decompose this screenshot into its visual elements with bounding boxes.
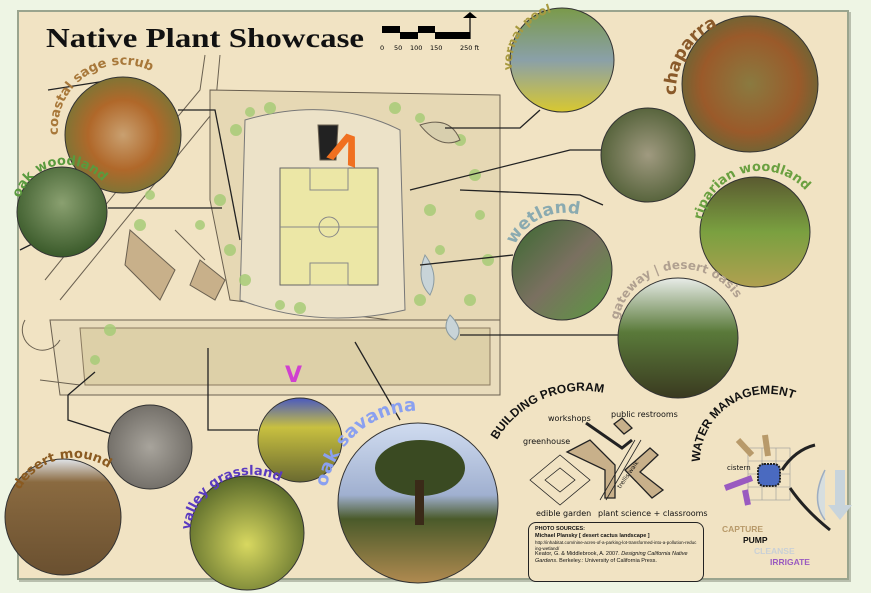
photo-valley-grassland	[189, 475, 305, 591]
photo-wetland	[511, 219, 613, 321]
site-map	[21, 54, 501, 396]
citation-authors: Keator, G. & Middlebrook, A. 2007.	[535, 551, 620, 557]
photo-desert-oasis	[617, 277, 739, 399]
cleanse-stream-icon	[816, 469, 826, 521]
bp-label-greenhouse: greenhouse	[523, 437, 570, 446]
bp-label-edible-garden: edible garden	[536, 509, 591, 518]
scale-tick: 100	[410, 44, 422, 52]
photo-coastal-sage-scrub	[64, 76, 182, 194]
step-cleanse: CLEANSE	[754, 546, 795, 556]
cleanse-down-arrow-icon	[828, 470, 852, 520]
photo-riparian-woodland	[699, 176, 811, 288]
building-program-diagram	[529, 417, 665, 506]
photo-chaparral	[681, 15, 819, 153]
bp-label-workshops: workshops	[548, 414, 591, 423]
photo-grassland-hill	[257, 397, 343, 483]
savanna-oak-tree-icon	[375, 440, 465, 525]
photo-source-url: http://inhabitat.com/nine-acres-of-a-par…	[535, 540, 697, 551]
water-management-diagram: cistern CAPTURE PUMP CLEANSE IRRIGATE	[722, 434, 852, 567]
cistern-icon	[757, 463, 781, 487]
scale-tick: 150	[430, 44, 442, 52]
photo-sources-heading: PHOTO SOURCES:	[535, 526, 586, 532]
photo-source-citation: Keator, G. & Middlebrook, A. 2007. Desig…	[535, 551, 697, 565]
building-program-heading: BUILDING PROGRAM	[488, 380, 606, 442]
step-pump: PUMP	[743, 535, 768, 545]
svg-text:WATER MANAGEMENT: WATER MANAGEMENT	[689, 383, 798, 463]
marker-v: V	[285, 363, 302, 388]
photo-oak-woodland	[16, 166, 108, 258]
poster-title: Native Plant Showcase	[46, 23, 364, 53]
pump-arrows-icon	[780, 443, 831, 532]
step-irrigate: IRRIGATE	[770, 557, 810, 567]
scale-tick: 50	[394, 44, 402, 52]
bp-label-public-restrooms: public restrooms	[611, 410, 678, 419]
photo-vernal-pool	[509, 7, 615, 113]
water-management-heading: WATER MANAGEMENT	[689, 383, 798, 463]
cistern-label: cistern	[727, 464, 751, 472]
step-capture: CAPTURE	[722, 524, 763, 534]
photo-source-line: Michael Plansky [ desert cactus landscap…	[535, 533, 650, 539]
photo-sources-box: PHOTO SOURCES: Michael Plansky [ desert …	[528, 522, 704, 582]
citation-publisher: . Berkeley.: University of California Pr…	[556, 558, 657, 564]
north-arrow-icon	[463, 12, 477, 18]
photo-desert-mound	[4, 458, 122, 576]
irrigate-arrows-icon	[723, 475, 754, 506]
citation-title: Designing California Native Gardens	[535, 551, 688, 564]
bp-label-plant-science: plant science + classrooms	[598, 509, 708, 518]
svg-text:BUILDING PROGRAM: BUILDING PROGRAM	[488, 380, 606, 442]
photo-desert-cactus	[107, 404, 193, 490]
photo-riparian-trail	[600, 107, 696, 203]
capture-arrows-icon	[735, 434, 771, 458]
scale-tick: 0	[380, 44, 384, 52]
scale-bar: 0 50 100 150 250 ft	[380, 12, 480, 52]
scale-tick: 250 ft	[460, 44, 480, 52]
